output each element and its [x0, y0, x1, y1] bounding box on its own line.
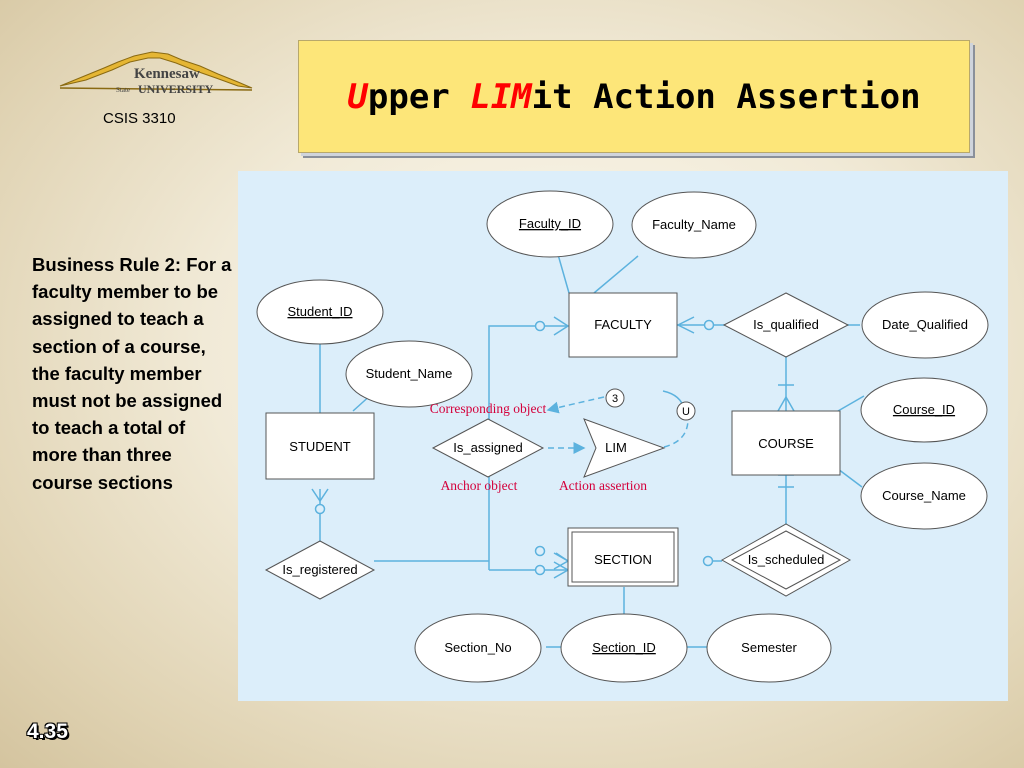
title-part4: it Action Assertion	[531, 76, 921, 117]
attribute-student-name: Student_Name	[345, 340, 473, 408]
annotation-anchor-object: Anchor object	[441, 478, 518, 493]
attribute-course-name: Course_Name	[860, 462, 988, 530]
title-part3: LIM	[470, 76, 532, 117]
slide-number: 4.35	[27, 720, 68, 743]
attribute-semester-label: Semester	[741, 640, 797, 655]
business-rule-text: Business Rule 2: For a faculty member to…	[32, 254, 232, 493]
attribute-course-id: Course_ID	[860, 377, 988, 443]
attribute-student-id: Student_ID	[256, 279, 384, 345]
u-symbol-circle: U	[676, 401, 696, 421]
entity-course: COURSE	[731, 410, 841, 476]
annotation-action-assertion: Action assertion	[559, 478, 647, 493]
lim-assertion: LIM	[583, 418, 666, 478]
attribute-date-qualified-label: Date_Qualified	[882, 317, 968, 332]
attribute-course-id-label: Course_ID	[893, 402, 955, 417]
attribute-section-no: Section_No	[414, 613, 542, 683]
entity-section-label: SECTION	[594, 552, 652, 567]
relationship-is-registered: Is_registered	[264, 540, 376, 600]
attribute-faculty-id-label: Faculty_ID	[519, 216, 581, 231]
logo-university: UNIVERSITY	[138, 82, 214, 96]
title-part2: pper	[367, 76, 471, 117]
limit-value: 3	[612, 393, 618, 405]
attribute-student-id-label: Student_ID	[287, 304, 352, 319]
entity-faculty: FACULTY	[568, 292, 678, 358]
relationship-is-assigned: Is_assigned	[431, 418, 545, 478]
lim-label: LIM	[605, 440, 627, 455]
attribute-faculty-name-label: Faculty_Name	[652, 217, 736, 232]
attribute-faculty-id: Faculty_ID	[486, 190, 614, 258]
logo-line1: Kennesaw	[134, 66, 200, 82]
relationship-is-scheduled: Is_scheduled	[720, 523, 852, 597]
attribute-section-no-label: Section_No	[444, 640, 511, 655]
entity-student: STUDENT	[265, 412, 375, 480]
entity-student-label: STUDENT	[289, 439, 350, 454]
attribute-faculty-name: Faculty_Name	[631, 191, 757, 259]
kennesaw-state-logo: Kennesaw State UNIVERSITY	[59, 51, 253, 96]
relationship-is-registered-label: Is_registered	[282, 562, 357, 577]
attribute-section-id: Section_ID	[560, 613, 688, 683]
entity-faculty-label: FACULTY	[594, 317, 652, 332]
relationship-is-assigned-label: Is_assigned	[453, 440, 522, 455]
course-code: CSIS 3310	[103, 110, 176, 127]
er-diagram: FACULTY STUDENT COURSE SECTION Is_qualif…	[238, 171, 1008, 701]
attribute-student-name-label: Student_Name	[366, 366, 453, 381]
entity-section: SECTION	[567, 527, 679, 587]
relationship-is-qualified: Is_qualified	[722, 292, 850, 358]
assertion-dashed-lines	[546, 396, 689, 454]
logo-state: State	[116, 86, 130, 94]
title-part1: U	[347, 76, 368, 117]
relationship-is-scheduled-label: Is_scheduled	[748, 552, 825, 567]
attribute-date-qualified: Date_Qualified	[861, 291, 989, 359]
entity-course-label: COURSE	[758, 436, 814, 451]
cardinality-marks	[311, 316, 795, 579]
attribute-course-name-label: Course_Name	[882, 488, 966, 503]
attribute-semester: Semester	[706, 613, 832, 683]
attribute-section-id-label: Section_ID	[592, 640, 656, 655]
u-symbol: U	[682, 406, 690, 418]
limit-value-circle: 3	[605, 388, 625, 408]
relationship-is-qualified-label: Is_qualified	[753, 317, 819, 332]
annotation-corresponding-object: Corresponding object	[430, 401, 547, 416]
